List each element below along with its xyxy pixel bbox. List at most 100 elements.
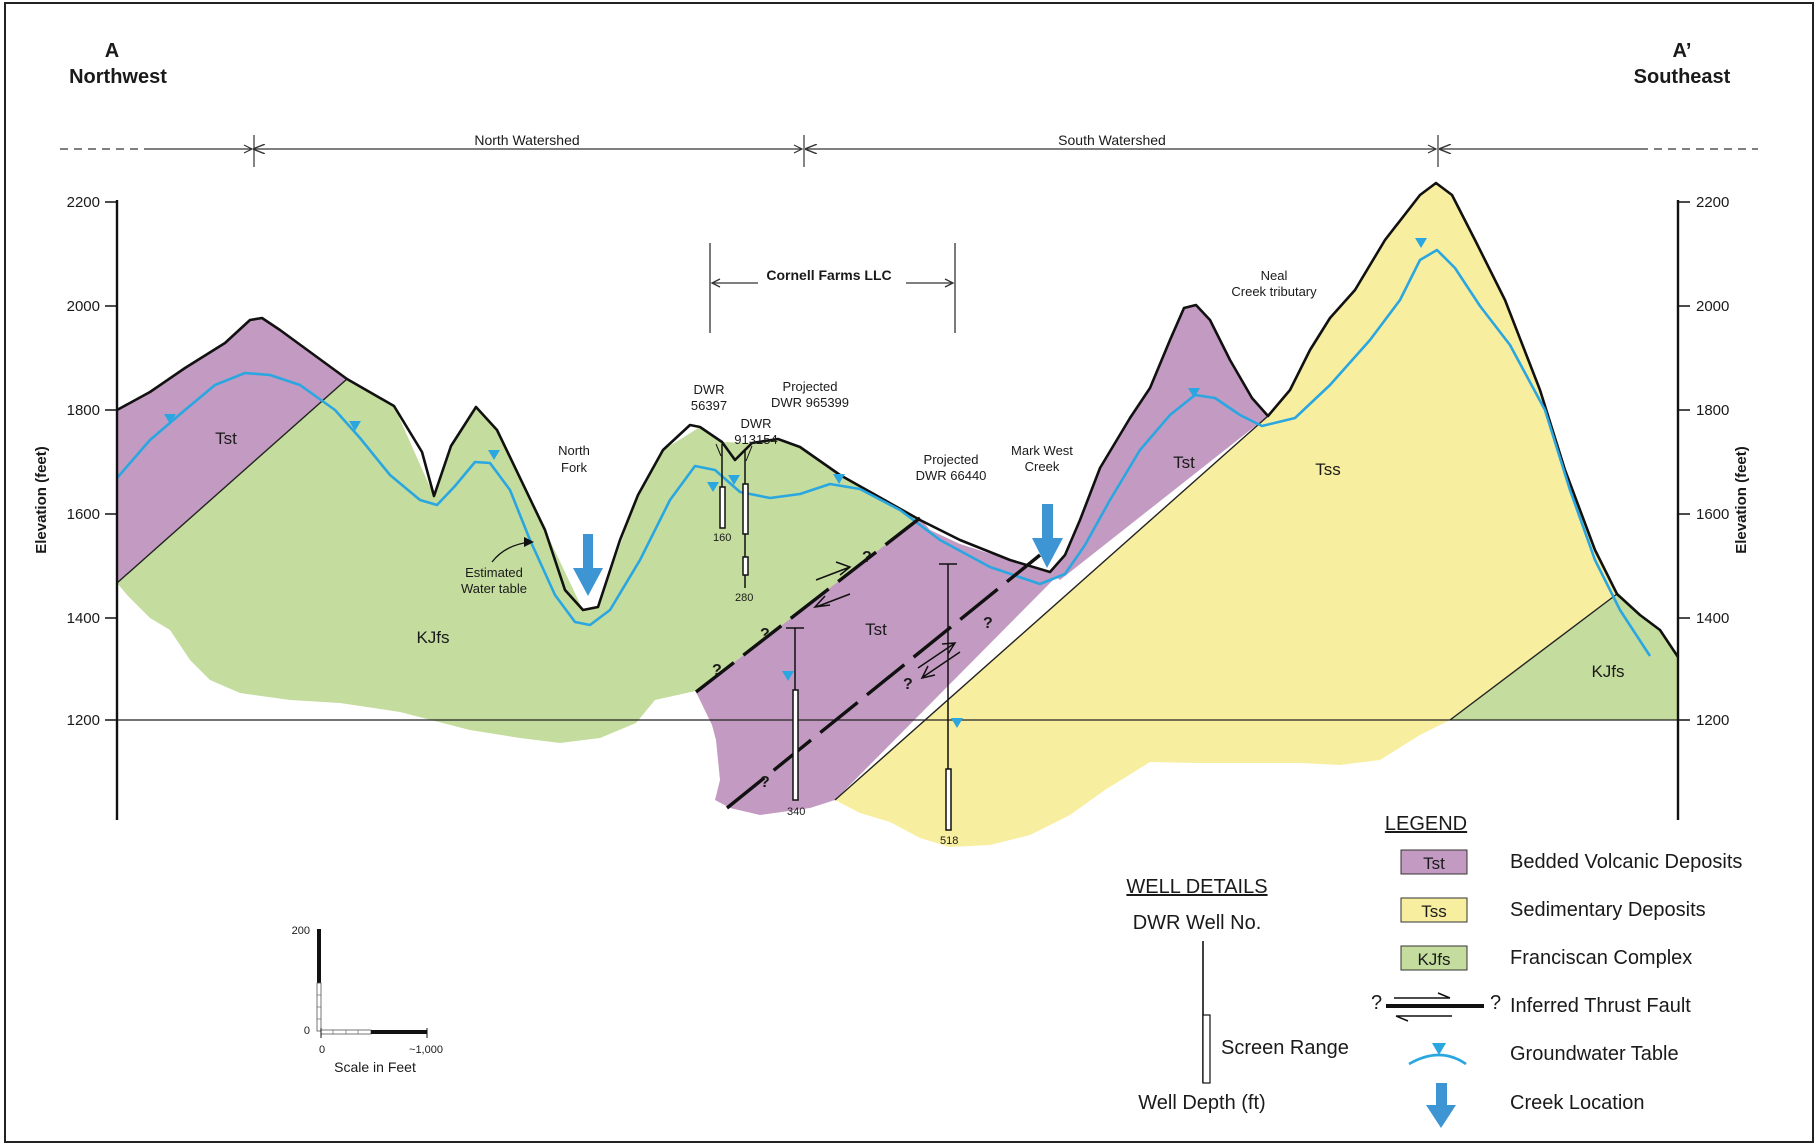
watershed-bar bbox=[60, 135, 1758, 167]
axis-tick-label: 1600 bbox=[1696, 506, 1729, 523]
well-details-title: WELL DETAILS bbox=[1126, 876, 1267, 898]
groundwater-markers bbox=[164, 238, 1427, 728]
wt-marker bbox=[164, 414, 176, 424]
legend-label-groundwater: Groundwater Table bbox=[1510, 1043, 1679, 1065]
creek-arrow-mark-west bbox=[1032, 504, 1063, 568]
scale-caption: Scale in Feet bbox=[334, 1059, 416, 1075]
section-end-letter: A’ bbox=[1673, 40, 1692, 62]
legend-label-thrust-fault: Inferred Thrust Fault bbox=[1510, 995, 1691, 1017]
fault-query: ? bbox=[712, 662, 722, 679]
unit-label-tst: Tst bbox=[1173, 453, 1195, 472]
axis-tick-label: 2200 bbox=[1696, 194, 1729, 211]
wt-marker bbox=[728, 475, 740, 485]
unit-tst-central bbox=[696, 518, 1060, 815]
legend-code-kjfs: KJfs bbox=[1417, 950, 1450, 969]
wt-marker bbox=[1188, 388, 1200, 398]
legend-label-tst: Bedded Volcanic Deposits bbox=[1510, 851, 1742, 873]
axis-tick-label: 1800 bbox=[67, 402, 100, 419]
fault-query: ? bbox=[903, 676, 913, 693]
legend-label-creek: Creek Location bbox=[1510, 1092, 1645, 1114]
wt-marker bbox=[833, 474, 845, 484]
unit-tss bbox=[835, 183, 1617, 847]
axis-tick-label: 1400 bbox=[1696, 610, 1729, 627]
axis-tick-label: 1200 bbox=[1696, 712, 1729, 729]
fault-query: ? bbox=[862, 549, 872, 566]
geologic-units bbox=[117, 183, 1678, 847]
scale-horizontal-zero: 0 bbox=[319, 1044, 325, 1056]
axis-tick-label: 2200 bbox=[67, 194, 100, 211]
legend-creek-arrow bbox=[1426, 1083, 1456, 1128]
figure-frame bbox=[4, 2, 1814, 1143]
inferred-thrust-fault: ? ? ? ? ? ? bbox=[694, 516, 1042, 810]
unit-label-tss: Tss bbox=[1315, 460, 1341, 479]
well-details-well-no: DWR Well No. bbox=[1133, 912, 1262, 934]
legend-swatch-kjfs bbox=[1400, 945, 1468, 971]
fault-query: ? bbox=[760, 774, 770, 791]
well-details-well-depth: Well Depth (ft) bbox=[1138, 1092, 1265, 1114]
well-depth-label: 160 bbox=[713, 532, 731, 544]
unit-kjfs-west bbox=[117, 379, 920, 743]
unit-tst-west bbox=[117, 318, 347, 583]
scale-vertical-top: 200 bbox=[292, 925, 310, 937]
elevation-axis-left bbox=[105, 200, 119, 820]
legend-groundwater-symbol bbox=[1408, 1043, 1467, 1066]
axis-tick-label: 1400 bbox=[67, 610, 100, 627]
axis-tick-label: 1200 bbox=[67, 712, 100, 729]
wells bbox=[715, 443, 957, 831]
unit-kjfs-east bbox=[1450, 594, 1678, 720]
legend-code-tss: Tss bbox=[1421, 902, 1447, 921]
ground-surface bbox=[116, 181, 1680, 658]
axis-tick-label: 2000 bbox=[1696, 298, 1729, 315]
wt-marker bbox=[488, 450, 500, 460]
watershed-label-north: North Watershed bbox=[474, 132, 579, 148]
watershed-label-south: South Watershed bbox=[1058, 132, 1166, 148]
fault-query: ? bbox=[983, 615, 993, 632]
legend-title: LEGEND bbox=[1385, 813, 1467, 835]
legend-code-tst: Tst bbox=[1423, 854, 1445, 873]
well-depth-label: 280 bbox=[735, 592, 753, 604]
svg-text:?: ? bbox=[1490, 992, 1501, 1014]
legend-swatch-tss bbox=[1400, 897, 1468, 923]
scale-vertical-zero: 0 bbox=[304, 1025, 310, 1037]
wt-marker bbox=[1415, 238, 1427, 248]
scale-horizontal-end: ~1,000 bbox=[409, 1044, 443, 1056]
legend-label-tss: Sedimentary Deposits bbox=[1510, 899, 1706, 921]
axis-tick-label: 2000 bbox=[67, 298, 100, 315]
axis-label-left: Elevation (feet) bbox=[33, 446, 50, 554]
legend-thrust-fault-symbol: ? ? bbox=[1371, 992, 1501, 1022]
svg-text:?: ? bbox=[1371, 992, 1382, 1014]
well-depth-label: 518 bbox=[940, 835, 958, 847]
axis-tick-label: 1800 bbox=[1696, 402, 1729, 419]
unit-label-kjfs: KJfs bbox=[1591, 662, 1624, 681]
legend-swatch-tst bbox=[1400, 849, 1468, 875]
property-bracket bbox=[709, 243, 956, 333]
unit-label-tst: Tst bbox=[865, 620, 887, 639]
elevation-axis-right bbox=[1676, 200, 1690, 820]
wt-marker bbox=[782, 671, 794, 681]
unit-label-kjfs: KJfs bbox=[416, 628, 449, 647]
water-table-leader-arrowhead bbox=[524, 537, 534, 547]
wt-marker bbox=[951, 718, 963, 728]
section-start-direction: Northwest bbox=[69, 66, 167, 88]
property-label: Cornell Farms LLC bbox=[766, 267, 891, 283]
well-depth-label: 340 bbox=[787, 806, 805, 818]
section-start-letter: A bbox=[105, 40, 119, 62]
legend: LEGEND Tst Bedded Volcanic Deposits Tss … bbox=[1371, 813, 1742, 1128]
unit-label-tst: Tst bbox=[215, 429, 237, 448]
legend-label-kjfs: Franciscan Complex bbox=[1510, 947, 1692, 969]
creek-location-arrows bbox=[573, 504, 1063, 596]
groundwater-table bbox=[116, 248, 1652, 657]
creek-arrow-north-fork bbox=[573, 534, 603, 596]
section-end-direction: Southeast bbox=[1634, 66, 1731, 88]
unit-contacts bbox=[116, 378, 1618, 801]
wt-marker bbox=[707, 482, 719, 492]
well-details-screen-range: Screen Range bbox=[1221, 1037, 1349, 1059]
